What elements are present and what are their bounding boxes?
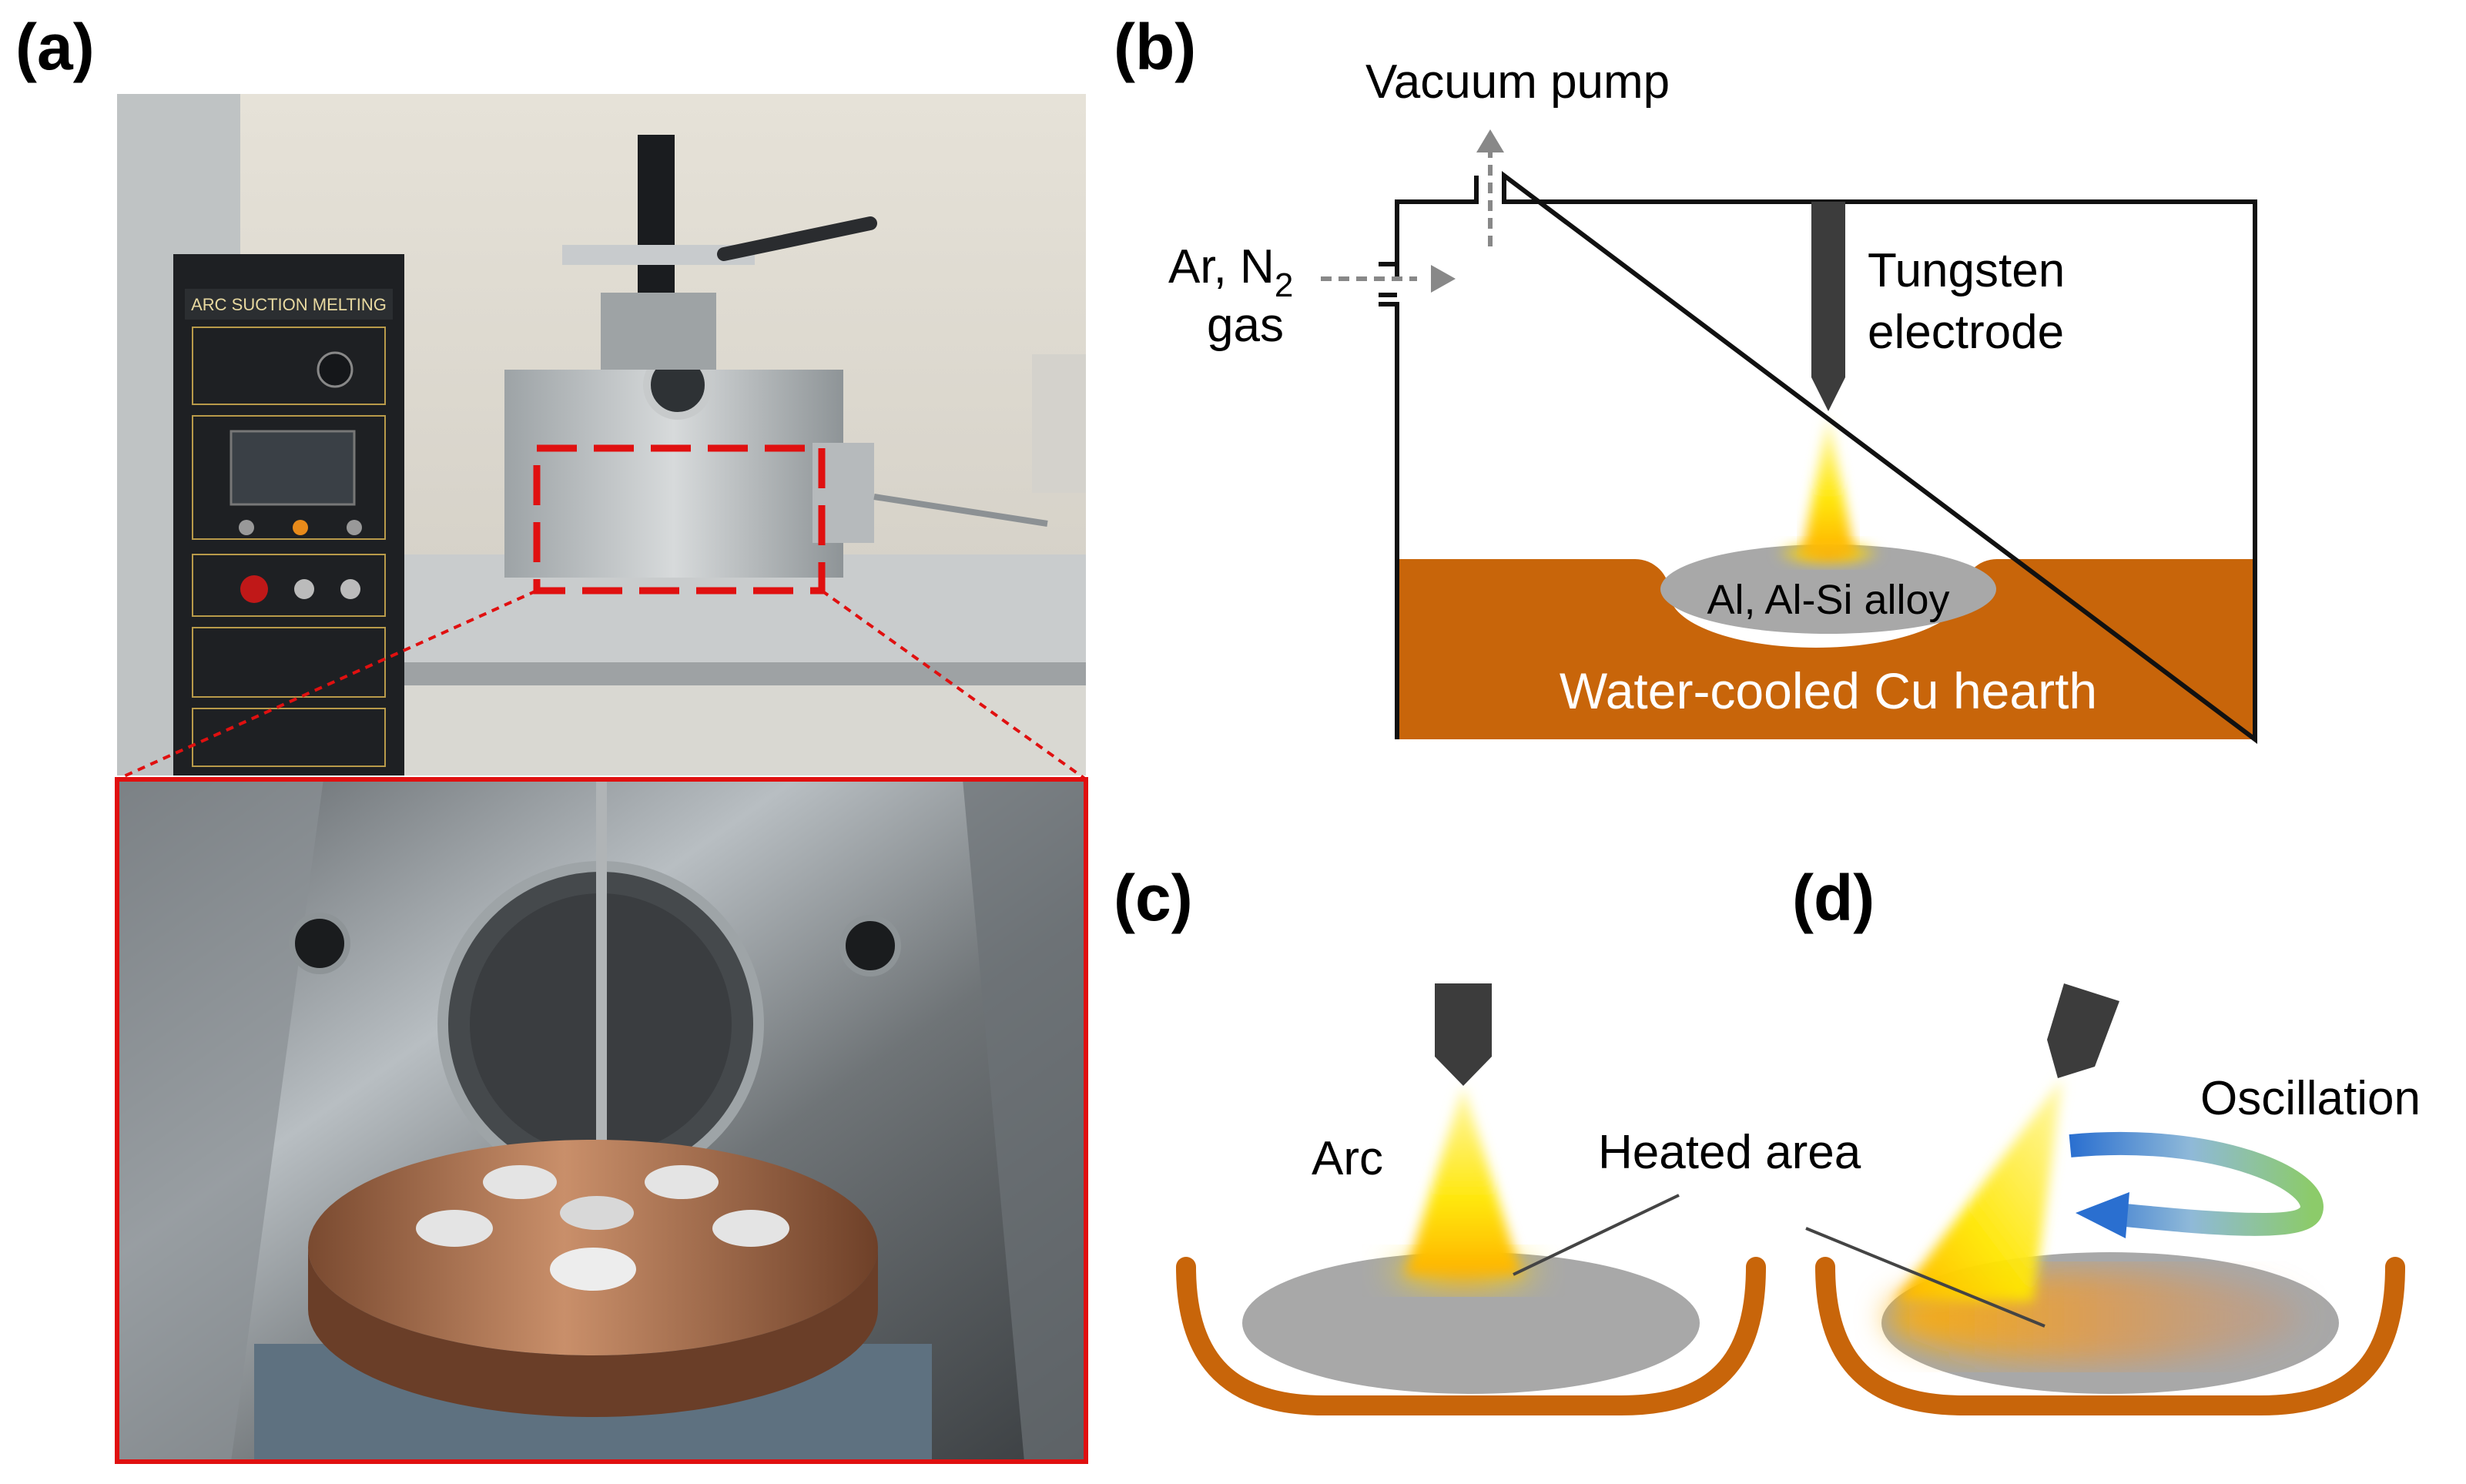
closeup-frame (115, 777, 1088, 1464)
hearth-cavity-3 (560, 1196, 634, 1230)
gas-label-line2: gas (1207, 299, 1284, 352)
chamber-photo (115, 777, 1088, 1464)
panel-d-label: (d) (1792, 862, 1875, 934)
side-rod (873, 494, 1048, 527)
oscillation-band (2069, 1131, 2324, 1236)
hearth-cavity-2 (645, 1165, 719, 1199)
highlight-box (533, 444, 826, 595)
hearth-cavity-1 (483, 1165, 557, 1199)
panel-a: (a) ARC SUCTION MELTING (15, 11, 1088, 1464)
tungsten-electrode-rod (596, 779, 607, 1141)
electrode-label-line2: electrode (1868, 306, 2064, 359)
table-base (389, 685, 1086, 775)
cu-hearth (1397, 559, 2255, 739)
panel-b-label: (b) (1114, 11, 1196, 83)
dial-panel (192, 327, 386, 405)
arc-cone (1802, 416, 1855, 553)
chamber-port-left (289, 913, 350, 974)
zoom-line-left (116, 589, 538, 781)
cabinet-title-plate (185, 289, 393, 320)
arc-cone-c (1406, 1086, 1521, 1275)
manipulator-handle (717, 216, 877, 261)
chamber-port-right (839, 915, 901, 976)
panel-c: (c) Arc Heated area (1114, 862, 1861, 1415)
tungsten-electrode (1811, 202, 1845, 411)
arc-cone-d (1895, 1078, 2062, 1301)
hearth-cross-section-d (1815, 1257, 2405, 1415)
hearth-cavity-5 (712, 1210, 789, 1247)
chamber-left-wall (117, 779, 323, 1462)
vacuum-chamber (1379, 170, 2257, 745)
emergency-stop (240, 575, 268, 603)
display-panel (192, 415, 386, 540)
power-dial (317, 351, 353, 388)
vacuum-pump-label: Vacuum pump (1365, 55, 1670, 109)
panel-b: (b) Vacuum pump Ar, N2 gas Tungsten elec… (1114, 11, 2257, 745)
melt-pool-c (1242, 1252, 1700, 1394)
electrode-feedthrough (601, 293, 716, 370)
key-switch (294, 579, 314, 599)
cu-hearth-side (308, 1248, 878, 1417)
zoom-line-right (820, 589, 1087, 781)
panel-c-label: (c) (1114, 862, 1193, 934)
panel-d: (d) Oscillation (1792, 862, 2421, 1415)
hearth-cross-section-c (1176, 1257, 1766, 1415)
start-switch (340, 579, 360, 599)
indicator-light-2 (293, 520, 308, 535)
hearth-cavity-6 (550, 1248, 636, 1291)
gas-arrow-head (1431, 265, 1456, 293)
control-cabinet (173, 254, 404, 775)
indicator-light-1 (239, 520, 254, 535)
cabinet-title: ARC SUCTION MELTING (191, 295, 387, 314)
alloy-pool (1660, 544, 1996, 634)
electrode-label-line1: Tungsten (1868, 244, 2065, 297)
oscillation-arrow-head (2076, 1192, 2129, 1238)
indicator-light-3 (347, 520, 362, 535)
heated-area-label: Heated area (1598, 1126, 1861, 1179)
heated-area-leader-d (1805, 1227, 2046, 1328)
control-display (230, 430, 356, 506)
hearth-cavity-4 (416, 1210, 493, 1247)
heated-area-leader-c (1513, 1194, 1680, 1276)
arc-label: Arc (1312, 1132, 1383, 1185)
hearth-label: Water-cooled Cu hearth (1560, 662, 2097, 719)
alloy-label: Al, Al-Si alloy (1707, 577, 1949, 623)
lower-panel-2 (192, 708, 386, 767)
electrode-holder (638, 135, 675, 300)
chamber-right-wall (963, 779, 1086, 1462)
gas-label-line1: Ar, N2 (1168, 240, 1293, 304)
electrode-d (2047, 983, 2119, 1078)
table-edge (389, 662, 1086, 685)
panel-a-label: (a) (15, 11, 95, 83)
pump-arrow-head (1476, 129, 1504, 152)
oscillation-label: Oscillation (2200, 1072, 2421, 1125)
electrode-c (1435, 983, 1492, 1086)
machine-photo: ARC SUCTION MELTING (116, 94, 1087, 781)
side-cabinet (1032, 354, 1086, 493)
lower-panel-1 (192, 627, 386, 698)
switch-panel (192, 554, 386, 617)
